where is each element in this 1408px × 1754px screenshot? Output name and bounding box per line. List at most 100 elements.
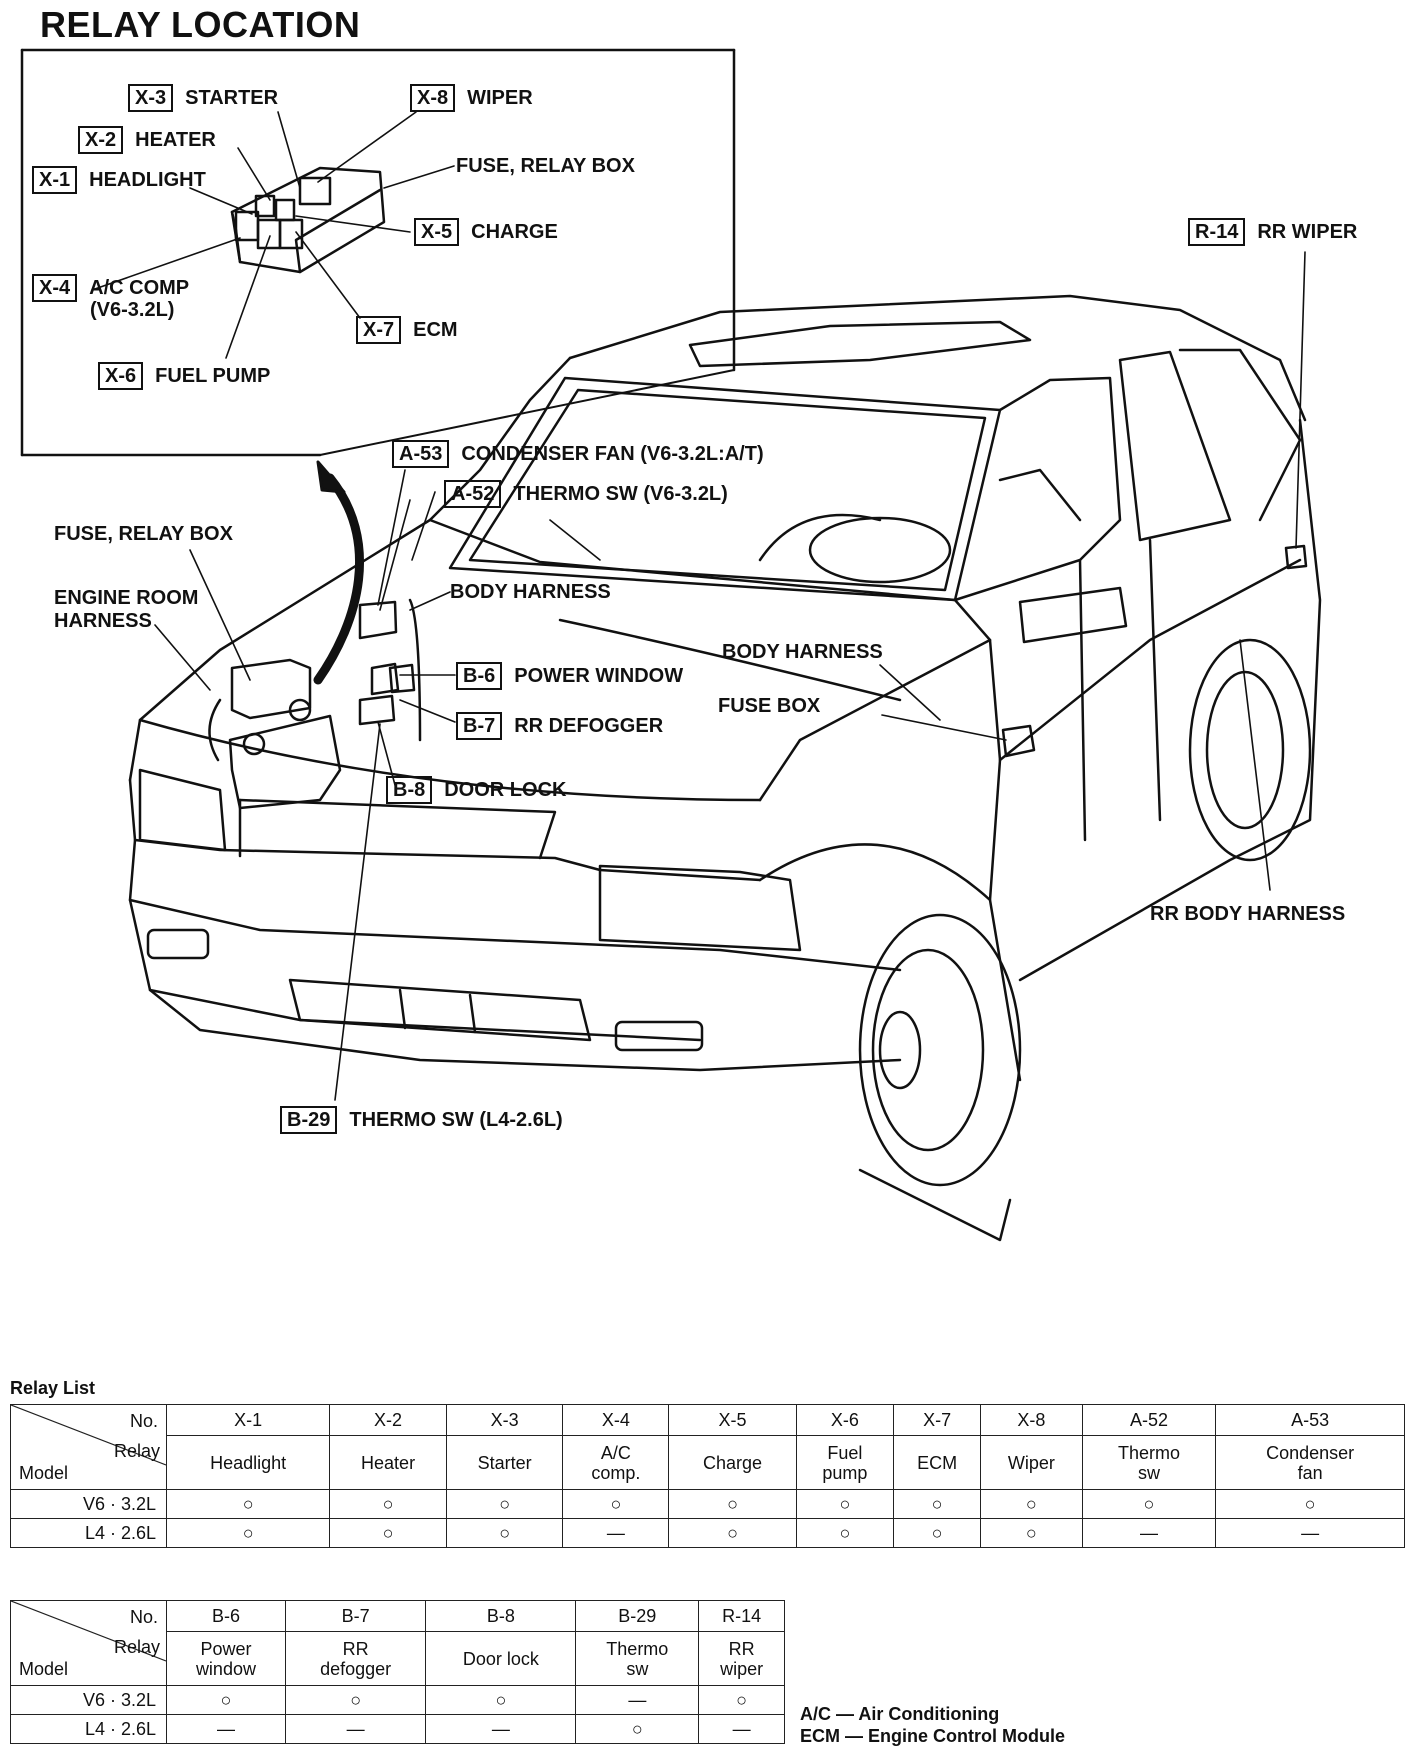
availability-cell: ○	[445, 1489, 564, 1519]
availability-cell: —	[1215, 1518, 1405, 1548]
legend-ac: A/C — Air Conditioning	[800, 1704, 1000, 1724]
relay-name-cell: Wiper	[980, 1435, 1083, 1490]
availability-cell: ○	[980, 1518, 1083, 1548]
availability-cell: ○	[166, 1685, 286, 1715]
relay-name-line: Thermo	[1117, 1442, 1180, 1463]
relay-name-line: fan	[1297, 1462, 1323, 1483]
relay-name-line: comp.	[591, 1462, 641, 1483]
availability-cell: ○	[165, 1518, 331, 1548]
label-x4-variant: (V6-3.2L)	[90, 299, 175, 321]
relay-name-line: Charge	[702, 1452, 763, 1473]
model-cell: V6 · 3.2L	[10, 1685, 167, 1715]
relay-name-cell: Charge	[668, 1435, 797, 1490]
relay-name-line: RR	[728, 1638, 755, 1659]
page-title: RELAY LOCATION	[40, 4, 361, 45]
relay-number-cell: R-14	[698, 1599, 785, 1633]
model-cell: L4 · 2.6L	[10, 1714, 167, 1744]
availability-cell: ○	[893, 1489, 981, 1519]
availability-cell: —	[575, 1685, 700, 1715]
availability-cell: —	[562, 1518, 670, 1548]
relay-number-cell: X-5	[668, 1403, 797, 1437]
vehicle-leaders	[154, 251, 1306, 1101]
table-row: L4 · 2.6L———○—	[10, 1714, 785, 1744]
relay-name-line: Heater	[361, 1452, 416, 1473]
relay-name-line: A/C	[600, 1442, 631, 1463]
availability-cell: —	[425, 1714, 577, 1744]
relay-number-cell: B-8	[425, 1599, 577, 1633]
relay-name-line: defogger	[320, 1658, 392, 1679]
availability-cell: ○	[1081, 1489, 1217, 1519]
relay-name-line: wiper	[720, 1658, 764, 1679]
model-cell: L4 · 2.6L	[10, 1518, 167, 1548]
availability-cell: ○	[1215, 1489, 1405, 1519]
label-fuse-box: FUSE BOX	[718, 695, 821, 717]
inset-relay-box	[230, 166, 386, 274]
relay-name-cell: Door lock	[425, 1631, 577, 1686]
availability-cell: ○	[445, 1518, 564, 1548]
relay-name-line: Wiper	[1007, 1452, 1055, 1473]
label-body-harness-2: BODY HARNESS	[722, 641, 883, 663]
label-rr-body-harness: RR BODY HARNESS	[1150, 903, 1346, 925]
relay-number-cell: X-7	[893, 1403, 981, 1437]
availability-cell: ○	[698, 1685, 785, 1715]
header-no: No.	[129, 1607, 158, 1627]
availability-cell: ○	[980, 1489, 1083, 1519]
relay-name-line: pump	[822, 1462, 868, 1483]
relay-name-line: Power	[200, 1638, 252, 1659]
relay-name-line: window	[195, 1658, 256, 1679]
vehicle-outline	[128, 294, 1322, 1242]
availability-cell: ○	[425, 1685, 577, 1715]
header-no: No.	[129, 1411, 158, 1431]
relay-number-cell: X-6	[795, 1403, 895, 1437]
availability-cell: ○	[893, 1518, 981, 1548]
relay-number-cell: X-2	[329, 1403, 447, 1437]
relay-name-line: Starter	[477, 1452, 532, 1473]
relay-number-cell: A-52	[1081, 1403, 1217, 1437]
relay-name-line: Door lock	[462, 1648, 539, 1669]
label-body-harness-1: BODY HARNESS	[450, 581, 611, 603]
relay-list-caption: Relay List	[10, 1378, 96, 1398]
availability-cell: ○	[575, 1714, 700, 1744]
header-model: Model	[19, 1463, 69, 1483]
inset-leaders	[91, 111, 455, 359]
table-row: V6 · 3.2L○○○○○○○○○○	[10, 1489, 1405, 1519]
relay-name-line: ECM	[917, 1452, 958, 1473]
availability-cell: —	[166, 1714, 286, 1744]
relay-number-cell: X-8	[980, 1403, 1083, 1437]
relay-number-cell: B-29	[575, 1599, 700, 1633]
engine-bay-components	[208, 544, 1308, 810]
availability-cell: —	[284, 1714, 427, 1744]
relay-number-cell: B-6	[166, 1599, 286, 1633]
vehicle-diagram	[20, 48, 1322, 1242]
availability-cell: ○	[165, 1489, 331, 1519]
availability-cell: ○	[795, 1518, 895, 1548]
relay-number-cell: A-53	[1215, 1403, 1405, 1437]
inset-frame	[20, 48, 736, 457]
table-row: V6 · 3.2L○○○—○	[10, 1685, 785, 1715]
pointer-arrow	[313, 473, 364, 685]
